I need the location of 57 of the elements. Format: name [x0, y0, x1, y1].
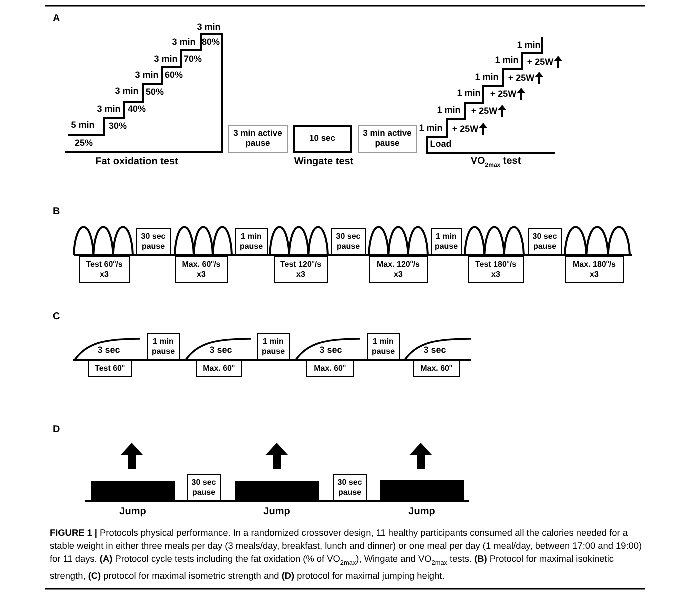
step-label: 1 min — [475, 73, 499, 83]
protocol-box: 3 min active pause — [228, 125, 288, 153]
step-label: 1 min — [437, 106, 461, 116]
step-label: 3 min — [135, 71, 159, 81]
step-label: 80% — [202, 38, 220, 48]
increment-label: + 25W — [490, 89, 517, 99]
panel-letter: A — [53, 14, 60, 24]
increment-label: + 25W — [508, 73, 535, 83]
bar-caption: Jump — [120, 506, 146, 518]
step-label: 1 min — [457, 89, 481, 99]
step-label: 3 sec — [210, 346, 232, 356]
protocol-box: 30 sec pause — [528, 228, 562, 255]
increment-label: + 25W — [471, 106, 498, 116]
jump-bar — [235, 481, 319, 501]
protocol-box: 30 sec pause — [333, 474, 367, 501]
increment-label: + 25W — [452, 124, 479, 134]
step-label: 60% — [165, 71, 183, 81]
panel-letter: B — [53, 206, 60, 218]
test-title: Fat oxidation test — [96, 156, 178, 168]
jump-bar — [91, 481, 175, 501]
test-title: VO$_{2max}$ test — [470, 156, 522, 170]
step-label: 50% — [146, 88, 164, 98]
jump-bar — [380, 480, 464, 501]
protocol-box: 30 sec pause — [187, 474, 221, 501]
step-label: 3 sec — [320, 346, 342, 356]
bar-caption: Jump — [408, 506, 436, 518]
step-label: 25% — [75, 139, 93, 149]
protocol-box: 30 sec pause — [136, 228, 171, 255]
step-label: Load — [430, 140, 452, 150]
protocol-box: 1 min pause — [235, 228, 268, 255]
step-label: 3 min — [154, 55, 178, 65]
step-label: 1 min — [419, 124, 443, 134]
step-label: 3 min — [172, 38, 196, 48]
step-label: 1 min — [495, 56, 519, 66]
protocol-box: 1 min pause — [431, 228, 462, 255]
protocol-box: 1 min pause — [147, 333, 180, 360]
step-label: 5 min — [71, 121, 95, 131]
step-label: 3 min — [115, 87, 139, 97]
increment-label: + 25W — [527, 57, 554, 67]
step-label: 3 min — [197, 23, 221, 33]
step-label: 70% — [184, 55, 202, 65]
test-title: Wingate test — [294, 156, 354, 168]
protocol-box: 1 min pause — [257, 333, 290, 360]
protocol-box: 30 sec pause — [331, 228, 366, 255]
step-label: 1 min — [517, 41, 541, 51]
step-label: 40% — [128, 105, 146, 115]
step-label: 3 sec — [424, 346, 446, 356]
figure-caption: FIGURE 1 | Protocols physical performance. In a randomized crossover design, 11 healthy participants consumed all the calories needed for a stable weight in either three meals per day (3 meals/day, breakfast, lunch and dinner) or one meal per day (1 meal/day, between 17:00 and 19:00) for 11 days. (A) Protocol cycle tests including the fat oxidation (% of VO$_{2max}$), Wingate and VO$_{2max}$ tests. (B) Protocol for maximal isokinetic strength, (C) protocol for maximal isometric strength and (D) protocol for maximal jumping height. — [50, 527, 644, 584]
bar-caption: Jump — [264, 506, 290, 518]
panel-letter: C — [53, 312, 60, 322]
panel-letter: D — [53, 424, 60, 436]
step-label: 3 min — [97, 105, 121, 115]
step-label: 30% — [109, 122, 127, 132]
protocol-box: 3 min active pause — [358, 125, 417, 153]
step-label: 3 sec — [98, 346, 120, 356]
protocol-box: 10 sec — [293, 125, 352, 153]
protocol-box: 1 min pause — [367, 333, 400, 360]
